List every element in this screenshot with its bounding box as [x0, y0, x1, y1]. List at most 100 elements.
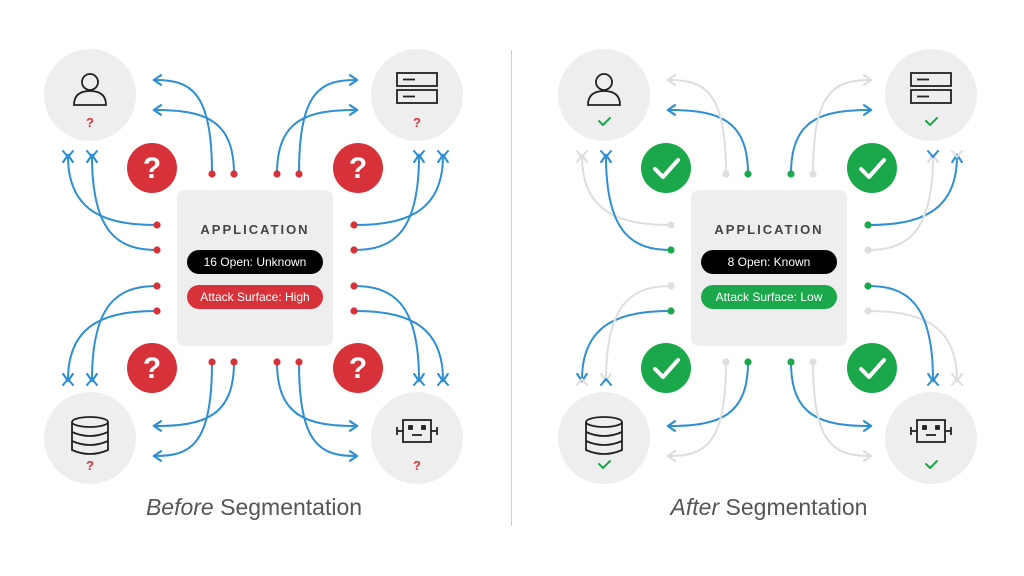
node-robot: ?	[371, 392, 463, 484]
flow-arrow	[86, 153, 158, 251]
flow-arrow	[152, 104, 235, 175]
port-dot	[350, 246, 358, 254]
attack-surface-label: Attack Surface: High	[187, 285, 323, 309]
flow-arrow	[867, 285, 939, 383]
flow-arrowhead	[576, 378, 588, 386]
port-dot	[667, 221, 675, 229]
flow-arrow	[600, 285, 672, 383]
unknown-mark: ?	[86, 458, 94, 473]
port-dot	[722, 170, 730, 178]
flow-arrow	[867, 153, 939, 251]
caption-before: Before Segmentation	[104, 494, 404, 521]
port-dot	[787, 170, 795, 178]
port-dot	[864, 282, 872, 290]
user-icon	[73, 73, 107, 106]
verified-status-icon	[847, 343, 897, 393]
port-dot	[809, 358, 817, 366]
port-dot	[667, 246, 675, 254]
flow-arrow	[276, 104, 359, 175]
flow-arrow	[666, 361, 727, 462]
flow-arrow	[152, 361, 235, 432]
robot-icon	[396, 419, 438, 443]
port-dot	[722, 358, 730, 366]
port-dot	[744, 170, 752, 178]
flow-arrow	[353, 153, 449, 226]
svg-text:?: ?	[349, 152, 367, 185]
flow-arrow	[298, 361, 359, 462]
server-icon	[396, 72, 438, 104]
port-dot	[295, 170, 303, 178]
node-user: ?	[44, 49, 136, 141]
port-dot	[153, 246, 161, 254]
node-database: ?	[44, 392, 136, 484]
caption-text: Segmentation	[719, 494, 868, 520]
flow-arrow	[790, 104, 873, 175]
node-robot	[885, 392, 977, 484]
verified-status-icon	[847, 143, 897, 193]
application-title: APPLICATION	[714, 222, 824, 237]
caption-emphasis: Before	[145, 494, 214, 520]
unknown-mark: ?	[413, 115, 421, 130]
verified-status-icon	[641, 343, 691, 393]
flow-arrow	[152, 361, 213, 462]
flow-arrowhead	[413, 378, 425, 386]
svg-text:?: ?	[143, 152, 161, 185]
check-mark-icon	[925, 460, 938, 469]
flow-arrowhead	[437, 378, 449, 386]
check-mark-icon	[598, 460, 611, 469]
flow-arrow	[152, 74, 213, 175]
flow-arrow	[353, 285, 425, 383]
flow-arrowhead	[951, 150, 963, 158]
port-dot	[350, 307, 358, 315]
panel-divider	[511, 50, 512, 526]
flow-arrowhead	[927, 378, 939, 386]
check-mark-icon	[925, 117, 938, 126]
port-dot	[864, 246, 872, 254]
node-database	[558, 392, 650, 484]
flow-arrow	[276, 361, 359, 432]
database-icon	[71, 416, 109, 455]
attack-surface-label: Attack Surface: Low	[701, 285, 837, 309]
svg-text:?: ?	[143, 352, 161, 385]
port-dot	[864, 307, 872, 315]
unknown-status-icon: ?	[127, 343, 177, 393]
unknown-status-icon: ?	[333, 343, 383, 393]
flow-arrow	[576, 153, 672, 226]
port-dot	[273, 170, 281, 178]
port-dot	[295, 358, 303, 366]
open-ports-label: 8 Open: Known	[701, 250, 837, 274]
flow-arrow	[666, 74, 727, 175]
flow-arrow	[867, 310, 963, 383]
unknown-mark: ?	[86, 115, 94, 130]
flow-arrowhead	[413, 150, 425, 158]
flow-arrow	[812, 361, 873, 462]
flow-arrow	[666, 104, 749, 175]
caption-after: After Segmentation	[619, 494, 919, 521]
port-dot	[153, 307, 161, 315]
flow-arrowhead	[951, 378, 963, 386]
caption-emphasis: After	[670, 494, 720, 520]
flow-arrow	[86, 285, 158, 383]
flow-arrow	[867, 153, 963, 226]
flow-arrow	[62, 153, 158, 226]
flow-arrow	[353, 310, 449, 383]
flow-arrowhead	[62, 378, 74, 386]
flow-arrow	[600, 153, 672, 251]
flow-arrowhead	[600, 378, 612, 386]
node-server: ?	[371, 49, 463, 141]
application-box-before: APPLICATION 16 Open: Unknown Attack Surf…	[177, 190, 333, 346]
port-dot	[153, 282, 161, 290]
database-icon	[585, 416, 623, 455]
flow-arrow	[790, 361, 873, 432]
port-dot	[864, 221, 872, 229]
port-dot	[208, 358, 216, 366]
unknown-status-icon: ?	[127, 143, 177, 193]
flow-arrow	[298, 74, 359, 175]
port-dot	[230, 170, 238, 178]
port-dot	[230, 358, 238, 366]
application-title: APPLICATION	[200, 222, 310, 237]
port-dot	[667, 307, 675, 315]
flow-arrowhead	[437, 150, 449, 158]
